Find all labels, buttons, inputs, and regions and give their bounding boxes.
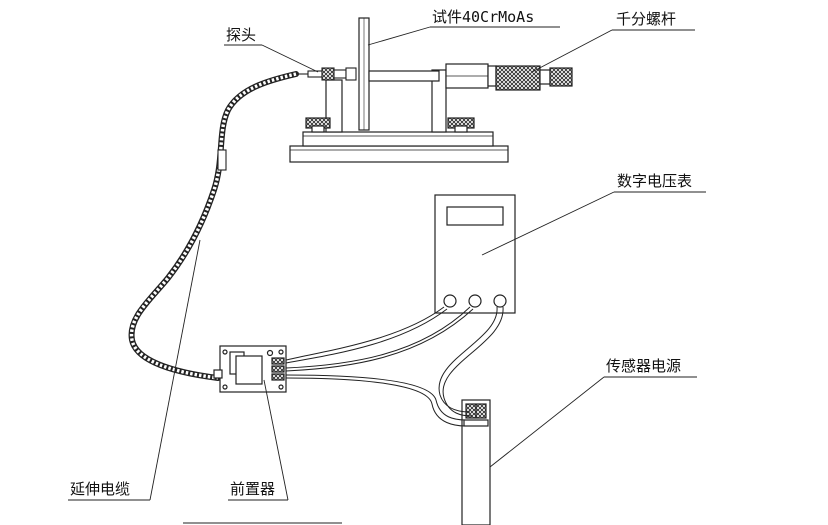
bench-base-plate (289, 145, 509, 163)
label-probe: 探头 (226, 26, 257, 44)
label-voltmeter: 数字电压表 (617, 172, 693, 190)
micrometer-barrel (495, 65, 541, 91)
label-power-supply: 传感器电源 (606, 357, 682, 375)
label-specimen: 试件40CrMoAs (432, 8, 535, 26)
voltmeter-terminal-2 (468, 294, 482, 308)
leader-lines (68, 26, 706, 501)
test-bench (289, 69, 509, 163)
micrometer-assembly (368, 63, 573, 91)
specimen-disk (358, 17, 370, 131)
sensor-power-supply (461, 399, 491, 525)
digital-voltmeter (434, 194, 516, 314)
signal-wires (285, 306, 504, 427)
micrometer-thimble (487, 65, 497, 87)
left-knob (305, 117, 331, 133)
voltmeter-display (446, 206, 504, 226)
cable-connector (217, 149, 227, 171)
label-micrometer: 千分螺杆 (616, 10, 677, 28)
label-extension-cable: 延伸电缆 (70, 480, 131, 498)
shaft (368, 70, 440, 82)
preamplifier (213, 345, 287, 393)
label-preamplifier: 前置器 (230, 480, 276, 498)
probe-body (296, 67, 357, 81)
right-support (431, 69, 447, 133)
voltmeter-terminal-3 (493, 294, 507, 308)
bench-rail (302, 131, 494, 147)
right-knob (447, 117, 475, 133)
micrometer-end (539, 69, 551, 85)
voltmeter-terminal-1 (443, 294, 457, 308)
extension-cable (128, 71, 299, 381)
micrometer-ratchet (549, 67, 573, 87)
